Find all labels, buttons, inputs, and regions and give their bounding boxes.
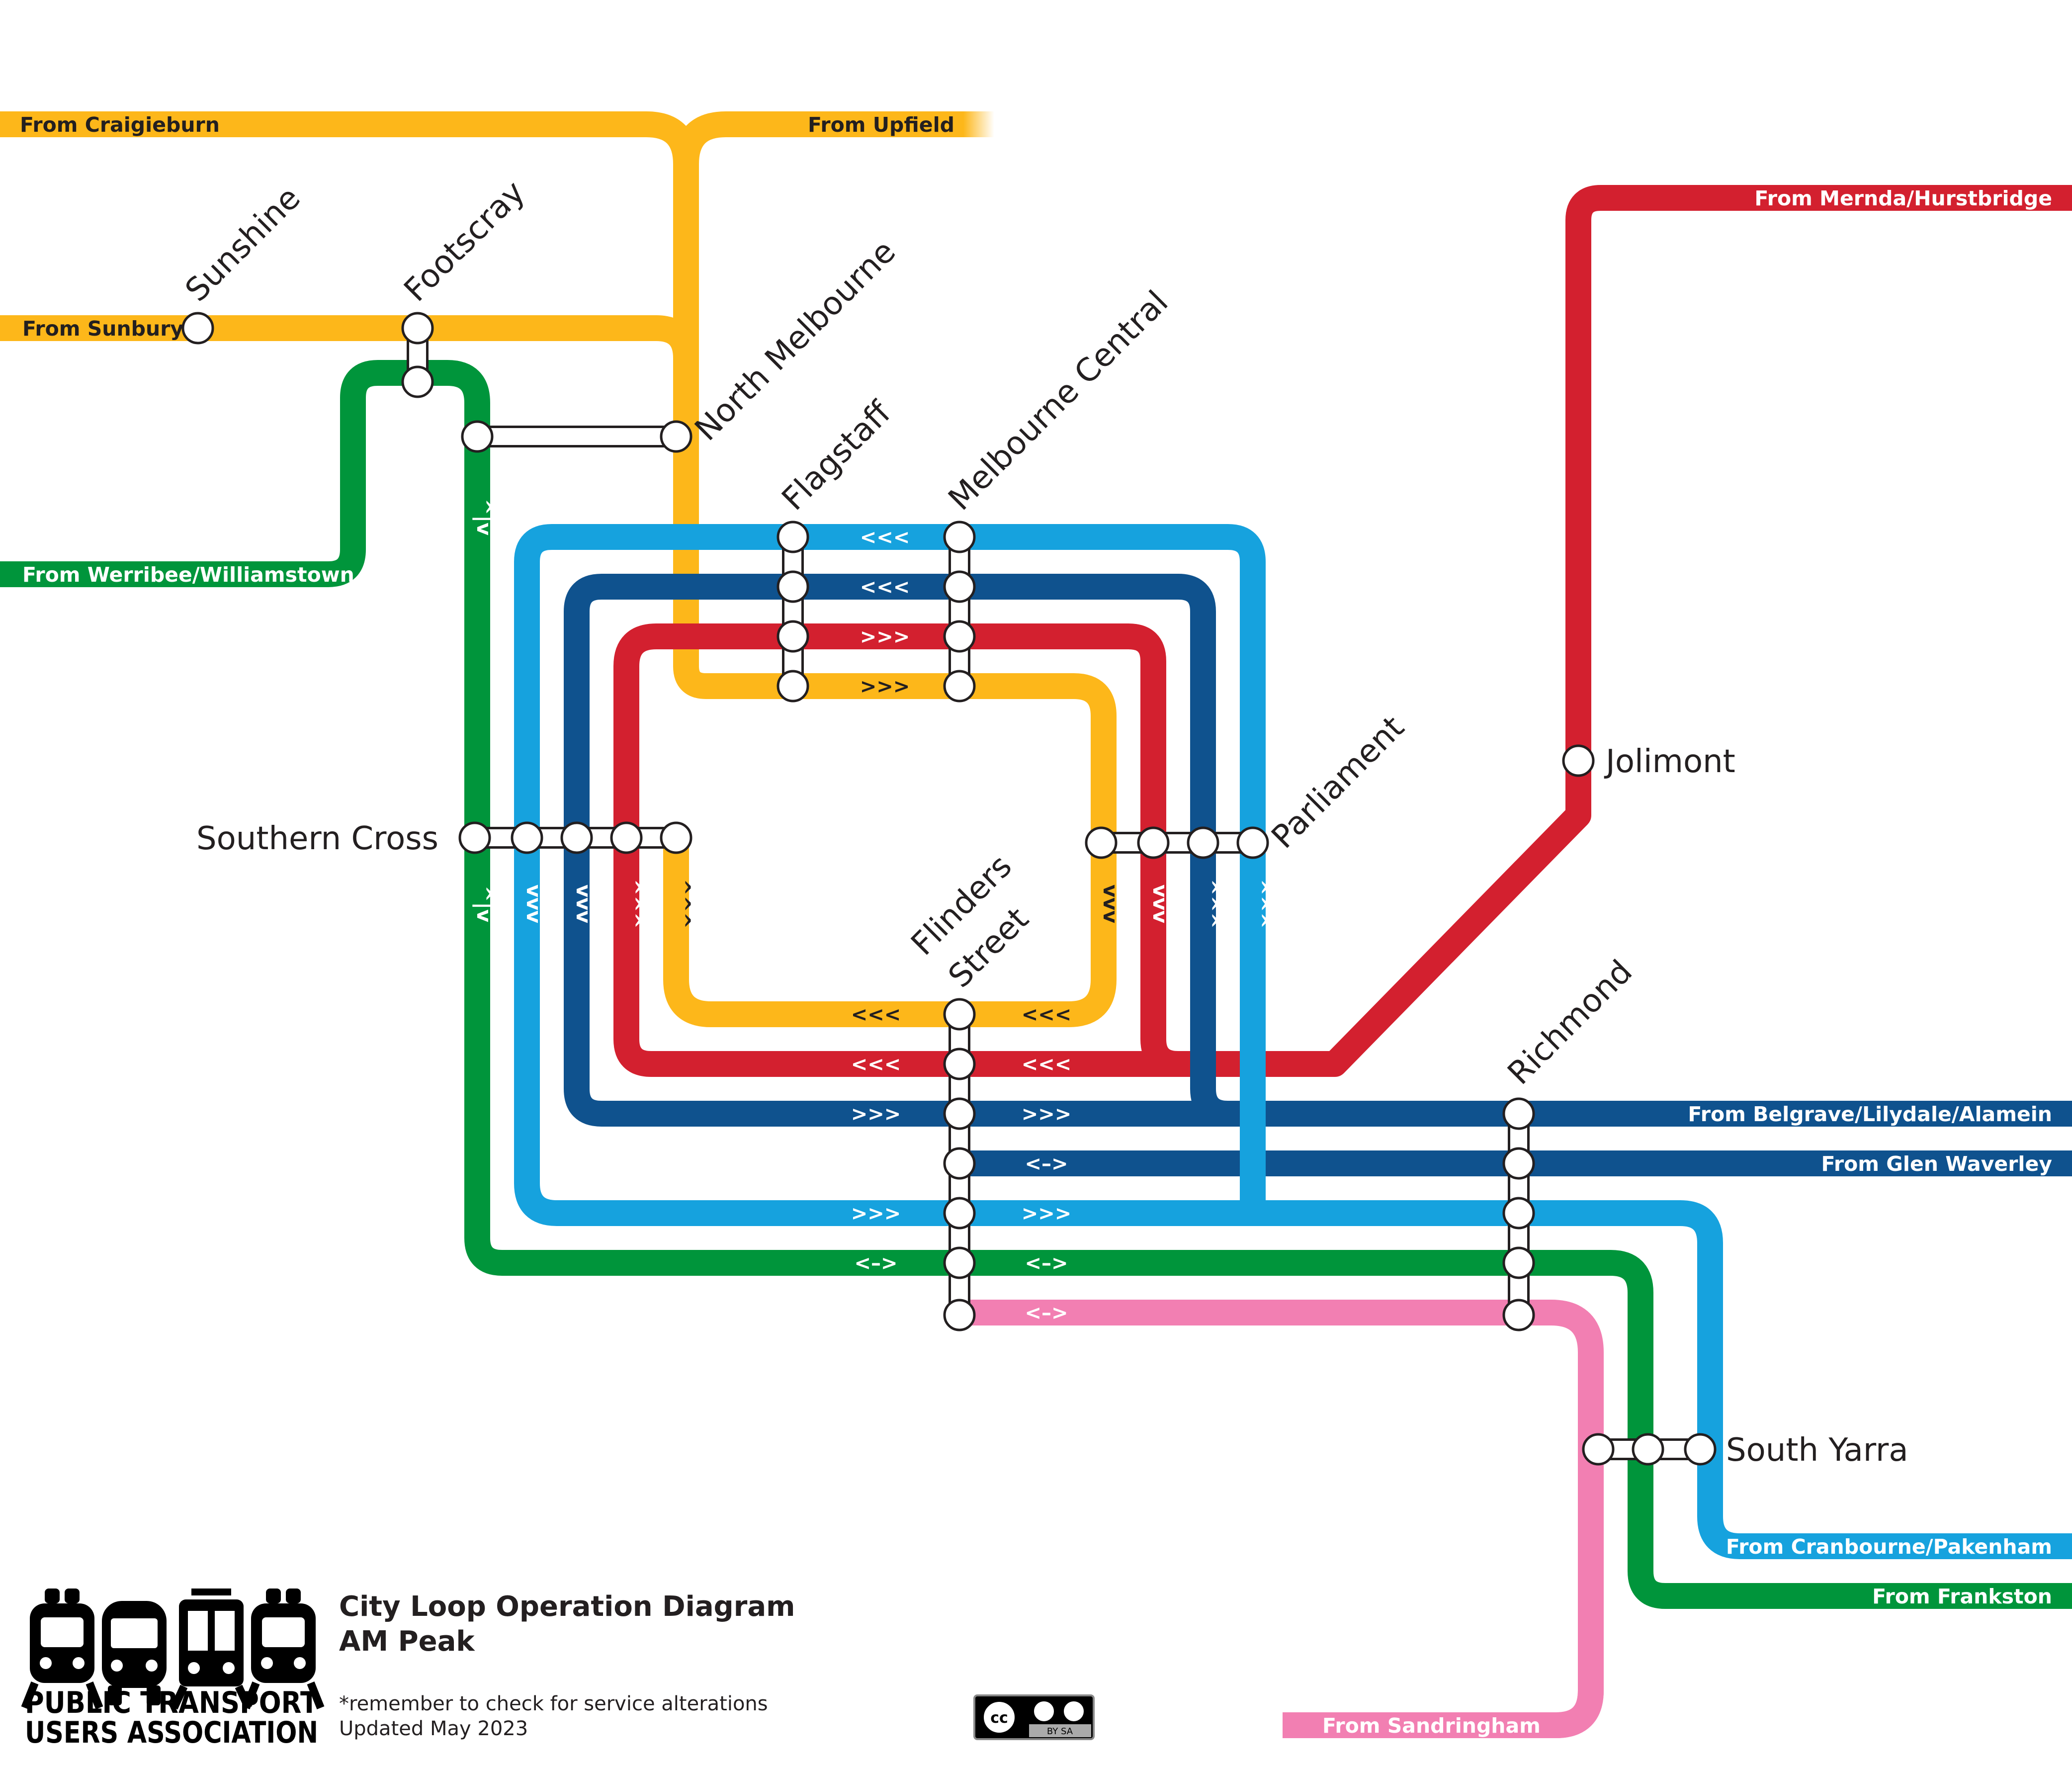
terminus-craigieburn: From Craigieburn — [20, 113, 220, 137]
station-footscray[interactable] — [401, 312, 434, 398]
station-flagstaff[interactable] — [777, 521, 809, 703]
arrow-burnley-bottom-left: >>> — [851, 1103, 901, 1126]
diagram-title: City Loop Operation Diagram — [339, 1590, 795, 1623]
creative-commons-icon[interactable]: cc BY SA — [973, 1694, 1095, 1740]
station-jolimont[interactable] — [1562, 744, 1595, 777]
arrow-burnley-east: ^^^ — [1198, 879, 1221, 929]
terminus-frankston: From Frankston — [1872, 1585, 2052, 1608]
arrow-cross-city-lower-vertical: ^|v — [472, 885, 495, 922]
arrow-caulfield-bottom-left: >>> — [851, 1202, 901, 1225]
updated-date: Updated May 2023 — [339, 1717, 528, 1740]
arrow-red-top: >>> — [860, 625, 910, 648]
arrow-yellow-bottom-left: <<< — [851, 1003, 901, 1026]
diagram-subtitle: AM Peak — [339, 1625, 475, 1658]
label-melbourne-central: Melbourne Central — [942, 284, 1175, 518]
arrow-cross-city-right: <–> — [1025, 1252, 1068, 1275]
terminus-mernda: From Mernda/Hurstbridge — [1754, 186, 2052, 210]
cross-city-lines — [0, 360, 2072, 1609]
label-southern-cross: Southern Cross — [196, 820, 438, 857]
arrow-caulfield-top: <<< — [860, 526, 910, 549]
terminus-sandringham: From Sandringham — [1322, 1714, 1541, 1738]
org-name-line2: USERS ASSOCIATION — [25, 1715, 318, 1750]
station-north-melbourne[interactable] — [461, 420, 692, 453]
org-name-line1: PUBLIC TRANSPORT — [25, 1685, 318, 1720]
arrow-red-bottom-right: <<< — [1022, 1053, 1072, 1076]
arrow-yellow-top: >>> — [860, 675, 910, 698]
label-flagstaff: Flagstaff — [775, 394, 899, 518]
arrow-red-bottom-left: <<< — [851, 1053, 901, 1076]
train-icon — [21, 1589, 103, 1709]
cc-text: cc — [990, 1709, 1008, 1727]
caulfield-lines — [514, 524, 2072, 1559]
bus-icon — [102, 1601, 167, 1705]
label-jolimont: Jolimont — [1604, 743, 1735, 780]
ptua-logo: PUBLIC TRANSPORT USERS ASSOCIATION — [21, 1589, 325, 1750]
arrow-red-east: vvv — [1148, 884, 1171, 923]
sandringham-lines — [959, 1300, 1604, 1738]
arrow-yellow-west: ^^^ — [671, 879, 694, 929]
label-footscray: Footscray — [397, 174, 532, 309]
arrow-burnley-west: vvv — [572, 884, 595, 923]
label-sunshine: Sunshine — [178, 180, 308, 309]
arrow-caulfield-bottom-right: >>> — [1022, 1202, 1072, 1225]
arrow-burnley-top: <<< — [860, 576, 910, 599]
arrow-red-west: ^^^ — [621, 879, 644, 929]
northern-lines — [0, 111, 1117, 1027]
arrow-burnley-bottom-right: >>> — [1022, 1103, 1072, 1126]
service-alterations-note: *remember to check for service alteratio… — [339, 1692, 768, 1715]
arrow-cross-city-left: <–> — [854, 1252, 897, 1275]
station-southern-cross[interactable] — [458, 821, 692, 854]
arrow-yellow-east: vvv — [1099, 884, 1122, 923]
arrow-sandringham: <–> — [1025, 1302, 1068, 1324]
arrow-cross-city-upper-vertical: ^|v — [472, 499, 495, 535]
train-icon — [242, 1589, 325, 1709]
license-text: BY SA — [1047, 1726, 1073, 1737]
clifton-hill-lines — [613, 185, 2072, 1077]
label-parliament: Parliament — [1265, 709, 1411, 856]
terminus-glen-waverley: From Glen Waverley — [1821, 1152, 2052, 1176]
arrow-caulfield-east: ^^^ — [1248, 879, 1271, 929]
arrow-yellow-bottom-right: <<< — [1022, 1003, 1072, 1026]
terminus-belgrave: From Belgrave/Lilydale/Alamein — [1688, 1102, 2052, 1126]
label-richmond: Richmond — [1501, 953, 1640, 1092]
direction-arrows: <<< <<< >>> >>> <<< <<< <<< <<< >>> >>> … — [472, 499, 1271, 1324]
station-south-yarra[interactable] — [1582, 1433, 1717, 1466]
station-melbourne-central[interactable] — [943, 521, 976, 703]
station-parliament[interactable] — [1085, 826, 1269, 859]
terminus-sunbury: From Sunbury — [22, 317, 183, 341]
label-south-yarra: South Yarra — [1726, 1432, 1908, 1469]
station-richmond[interactable] — [1502, 1097, 1535, 1331]
station-sunshine[interactable] — [181, 312, 214, 345]
arrow-glen-waverley: <–> — [1025, 1152, 1068, 1175]
station-flinders-street[interactable] — [943, 998, 976, 1331]
terminus-upfield: From Upfield — [808, 113, 954, 137]
terminus-werribee: From Werribee/Williamstown — [22, 563, 354, 587]
terminus-cranbourne: From Cranbourne/Pakenham — [1726, 1535, 2052, 1559]
arrow-caulfield-west: vvv — [522, 884, 545, 923]
